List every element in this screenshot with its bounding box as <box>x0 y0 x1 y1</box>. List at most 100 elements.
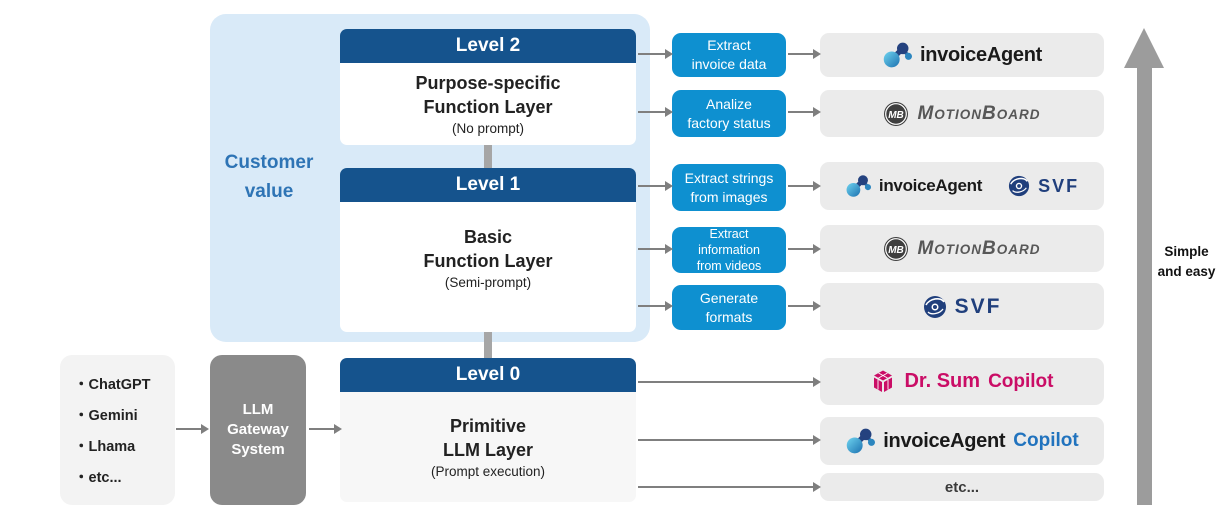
customer-value-label: Customer value <box>203 148 335 207</box>
motionboard-logo-text: MOTIONBOARD <box>917 103 1040 125</box>
customer-value-line2: value <box>244 181 294 203</box>
level0-box: Level 0 Primitive LLM Layer (Prompt exec… <box>340 358 636 502</box>
arrow-level1-to-task5 <box>638 301 673 311</box>
product-motionboard: MB MOTIONBOARD <box>820 225 1104 272</box>
level1-box: Level 1 Basic Function Layer (Semi-promp… <box>340 168 636 332</box>
invoiceagent-logo-text: invoiceAgent <box>878 176 983 195</box>
llm-source-etc: ・etc... <box>74 470 122 486</box>
level1-subtitle: (Semi-prompt) <box>444 274 532 290</box>
svg-text:MB: MB <box>889 244 905 255</box>
motionboard-letters: OARD <box>996 241 1041 257</box>
llm-source-lhama: ・Lhama <box>74 439 136 455</box>
task-analize-factory-status: Analize factory status <box>672 90 786 137</box>
gateway-line3: System <box>231 440 285 458</box>
product-etc: etc... <box>820 473 1104 501</box>
motionboard-letter: M <box>917 102 935 124</box>
task-line: from videos <box>696 259 762 274</box>
svf-icon <box>923 295 946 318</box>
simple-and-easy-label: Simple and easy <box>1153 242 1220 283</box>
motionboard-logo-text: MOTIONBOARD <box>917 238 1040 260</box>
level1-body: Basic Function Layer (Semi-prompt) <box>340 202 636 332</box>
arrow-level0-to-drsum <box>638 377 821 387</box>
level2-body: Purpose-specific Function Layer (No prom… <box>340 63 636 145</box>
level1-title-line2: Function Layer <box>423 250 553 271</box>
copilot-text: Copilot <box>1013 430 1079 451</box>
task-line: invoice data <box>691 56 767 72</box>
task-line: Analize <box>706 95 752 112</box>
motionboard-letters: OTION <box>934 106 983 122</box>
side-label-line2: and easy <box>1157 264 1216 280</box>
arrow-level2-to-task1 <box>638 49 673 59</box>
product-drsum-copilot: Dr. Sum Copilot <box>820 358 1104 405</box>
level1-header: Level 1 <box>340 168 636 202</box>
drsum-logo-text: Dr. Sum <box>904 370 981 392</box>
invoiceagent-icon <box>883 42 912 68</box>
level2-title-line2: Function Layer <box>423 96 553 117</box>
task-line: Extract <box>707 37 751 54</box>
task-line: formats <box>705 308 753 325</box>
simplicity-arrow-shaft <box>1137 66 1152 505</box>
arrow-sources-to-gateway <box>176 424 209 434</box>
drsum-copilot-text: Copilot <box>988 370 1054 392</box>
level2-title: Purpose-specific Function Layer <box>415 72 560 119</box>
svf-logo-text: SVF <box>1038 175 1080 196</box>
arrow-level2-to-task2 <box>638 107 673 117</box>
motionboard-letter: M <box>917 237 935 259</box>
customer-value-line1: Customer <box>224 152 314 173</box>
motionboard-icon: MB <box>884 236 909 261</box>
motionboard-icon: MB <box>884 101 909 126</box>
task-line: Generate <box>699 289 759 306</box>
motionboard-letters: OTION <box>934 241 983 257</box>
task-line: Extract strings <box>684 169 774 186</box>
arrow-task3-to-product3 <box>788 181 821 191</box>
task-extract-invoice-data: Extract invoice data <box>672 33 786 77</box>
connector-level1-level0 <box>484 332 492 358</box>
arrow-level1-to-task3 <box>638 181 673 191</box>
arrow-task2-to-product2 <box>788 107 821 117</box>
level0-header: Level 0 <box>340 358 636 392</box>
svf-icon <box>1008 175 1030 197</box>
invoiceagent-logo-text: invoiceAgent <box>883 429 1006 452</box>
gateway-line2: Gateway <box>227 421 289 439</box>
level2-box: Level 2 Purpose-specific Function Layer … <box>340 29 636 145</box>
arrow-level0-to-etc <box>638 482 821 492</box>
arrow-gateway-to-level0 <box>309 424 342 434</box>
side-label-line1: Simple <box>1164 244 1209 259</box>
invoiceagent-icon <box>846 175 871 197</box>
llm-source-gemini: ・Gemini <box>74 408 138 424</box>
llm-source-chatgpt: ・ChatGPT <box>74 377 151 393</box>
motionboard-letter: B <box>982 237 997 259</box>
level1-title: Basic Function Layer <box>423 226 552 273</box>
arrow-task4-to-product4 <box>788 244 821 254</box>
task-line: Extract <box>709 226 749 241</box>
level0-title-line1: Primitive <box>449 416 527 437</box>
svg-text:MB: MB <box>889 109 905 120</box>
invoiceagent-icon <box>847 428 876 454</box>
level0-body: Primitive LLM Layer (Prompt execution) <box>340 392 636 502</box>
task-extract-strings-images: Extract strings from images <box>672 164 786 211</box>
product-svf: SVF <box>820 283 1104 330</box>
arrow-level1-to-task4 <box>638 244 673 254</box>
task-line: information <box>698 242 760 257</box>
task-generate-formats: Generate formats <box>672 285 786 330</box>
level0-title: Primitive LLM Layer <box>443 415 533 462</box>
drsum-icon <box>874 370 893 392</box>
gateway-line1: LLM <box>242 401 274 419</box>
level0-title-line2: LLM Layer <box>442 439 534 460</box>
arrow-task1-to-product1 <box>788 49 821 59</box>
product-motionboard: MB MOTIONBOARD <box>820 90 1104 137</box>
llm-sources-box: ・ChatGPT ・Gemini ・Lhama ・etc... <box>60 355 175 505</box>
level2-header: Level 2 <box>340 29 636 63</box>
invoiceagent-logo-text: invoiceAgent <box>920 43 1042 66</box>
svf-logo-text: SVF <box>954 294 1002 318</box>
task-line: from images <box>690 188 768 205</box>
arrow-task5-to-product5 <box>788 301 821 311</box>
level2-subtitle: (No prompt) <box>451 120 524 136</box>
simplicity-arrow-head <box>1124 28 1164 68</box>
llm-gateway-box: LLM Gateway System <box>210 355 306 505</box>
product-invoiceagent: invoiceAgent <box>820 33 1104 77</box>
product-invoiceagent-copilot: invoiceAgent Copilot <box>820 417 1104 465</box>
level0-subtitle: (Prompt execution) <box>430 463 546 479</box>
task-extract-info-videos: Extract information from videos <box>672 227 786 273</box>
